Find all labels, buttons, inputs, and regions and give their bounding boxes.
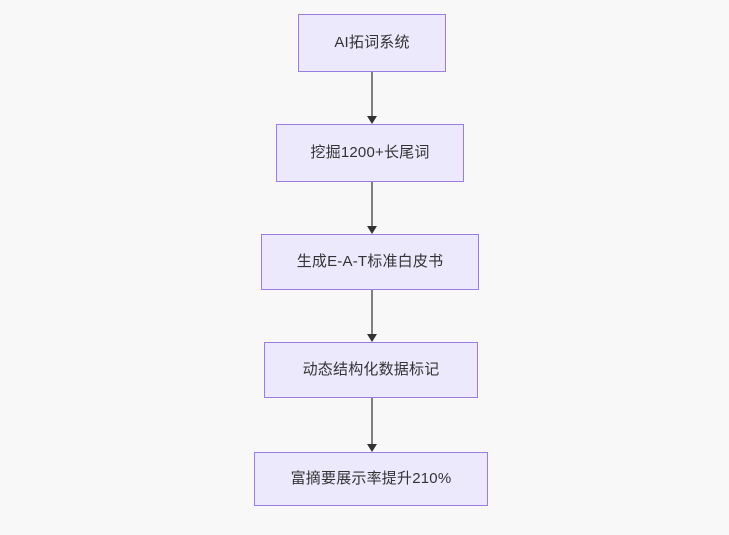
arrowhead-down-icon <box>366 334 377 342</box>
arrowhead-down-icon <box>366 116 377 124</box>
flow-node-label: AI拓词系统 <box>334 34 410 51</box>
flow-node-mine-longtail-keywords[interactable]: 挖掘1200+长尾词 <box>276 124 464 182</box>
edge-line <box>371 182 373 228</box>
flow-node-dynamic-structured-data-markup[interactable]: 动态结构化数据标记 <box>264 342 478 398</box>
arrowhead-down-icon <box>366 444 377 452</box>
flow-node-generate-eat-whitepaper[interactable]: 生成E-A-T标准白皮书 <box>261 234 479 290</box>
flow-node-ai-keyword-system[interactable]: AI拓词系统 <box>298 14 446 72</box>
flow-node-rich-snippet-impression-lift[interactable]: 富摘要展示率提升210% <box>254 452 488 506</box>
edge-line <box>371 290 373 336</box>
edge-line <box>371 398 373 446</box>
flow-node-label: 富摘要展示率提升210% <box>290 470 452 487</box>
flow-node-label: 挖掘1200+长尾词 <box>310 144 430 161</box>
flow-node-label: 生成E-A-T标准白皮书 <box>296 253 444 270</box>
edge-line <box>371 72 373 118</box>
flow-node-label: 动态结构化数据标记 <box>302 361 440 378</box>
arrowhead-down-icon <box>366 226 377 234</box>
